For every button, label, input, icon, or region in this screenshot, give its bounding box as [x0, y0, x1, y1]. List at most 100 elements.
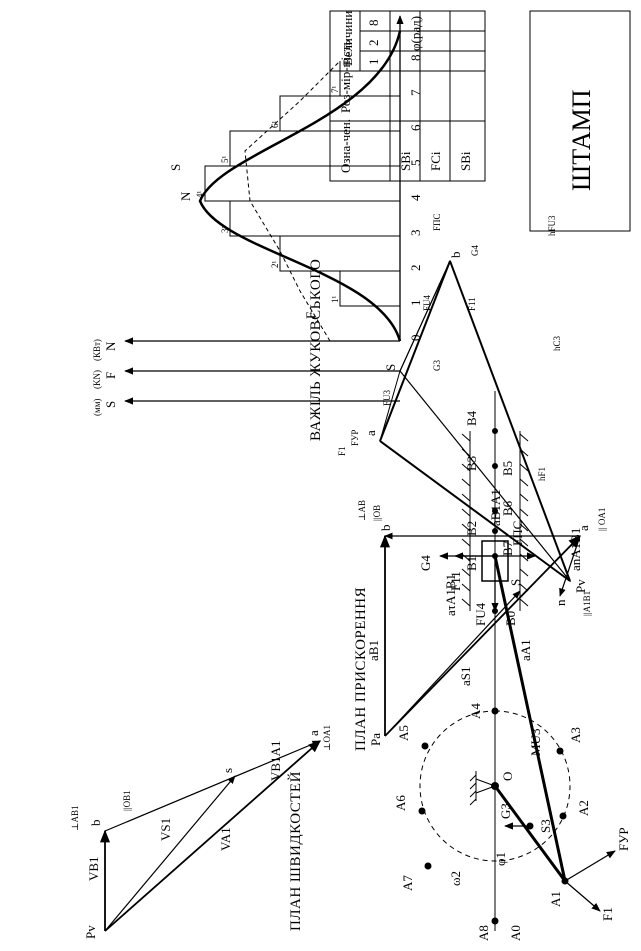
tick-3: 3 — [408, 230, 423, 237]
accel-aa1: aA1 — [518, 639, 533, 661]
table-col-1: 1 — [366, 59, 381, 66]
velocity-vb1a1: VB1A1 — [268, 741, 283, 781]
label-fu4: FU4 — [473, 602, 488, 626]
table-head-designation: Озна-чен. — [338, 119, 353, 173]
zhukovsky-pole: Pv — [573, 579, 588, 593]
velocity-plan: ПЛАН ШВИДКОСТЕЙ Pv a b s VA1 VS1 VB1 VB1… — [70, 725, 332, 939]
tick-8: 8 — [408, 55, 423, 62]
velocity-va1: VA1 — [218, 827, 233, 851]
label-fur: FУР — [616, 827, 631, 851]
label-b1: B1 — [464, 556, 479, 571]
label-curve-n: N — [178, 191, 193, 201]
zhukovsky-fpc: FПС — [432, 213, 442, 231]
label-b5: B5 — [500, 461, 515, 476]
label-f11: F11 — [448, 571, 463, 591]
label-o: O — [500, 772, 515, 781]
velocity-perp-ab: ⊥AB1 — [70, 806, 80, 831]
label-a4: A4 — [468, 703, 483, 719]
label-axis-n: N — [103, 341, 118, 351]
tick-2: 2 — [408, 265, 423, 272]
label-a6: A6 — [393, 795, 408, 811]
label-a1: A1 — [548, 891, 563, 907]
label-g4: G4 — [418, 555, 433, 571]
mechanism-diagram: A0 A8 A1 A2 A3 A4 A5 A6 A7 O S3 φ1 ω2 MU… — [393, 391, 631, 941]
accel-ab1a1: aB1A1 — [488, 489, 503, 526]
label-a0: A0 — [508, 925, 523, 941]
accel-at: aτA1B1 — [443, 574, 458, 616]
accel-b: b — [378, 525, 393, 532]
tick-7: 7 — [408, 89, 423, 96]
accel-perp-ab: ⊥AB — [357, 500, 367, 521]
zhukovsky-g3: G3 — [432, 360, 442, 371]
table-head-values: Величини — [340, 11, 355, 66]
label-axis-f: F — [103, 372, 118, 379]
accel-n: n — [553, 599, 568, 606]
zhukovsky-hc3: hC3 — [552, 335, 562, 351]
label-g3: G3 — [498, 803, 513, 819]
tick-5: 5 — [408, 160, 423, 167]
zhukovsky-fu3: FU3 — [382, 389, 392, 406]
tick-1: 1 — [408, 300, 423, 307]
zhukovsky-a: a — [363, 430, 378, 436]
accel-par-ab: ||A1B1 — [582, 591, 592, 616]
velocity-s: s — [220, 768, 235, 773]
zhukovsky-lever: ВАЖІЛЬ ЖУКОВСЬКОГО a b S Pv F1 FУР FU3 G… — [308, 213, 588, 593]
accel-as1: aS1 — [458, 667, 473, 687]
accel-par-ob: ||OB — [372, 505, 382, 521]
label-phi-axis: φ(рад) — [408, 16, 423, 51]
label-b2: B2 — [464, 521, 479, 536]
accel-plan: ПЛАН ПРИСКОРЕННЯ Pa a b S n aB1 aS1 aA1 … — [353, 489, 607, 751]
zhukovsky-fu4: FU4 — [422, 294, 432, 311]
pt-1: 1¹ — [330, 296, 340, 304]
label-b4: B4 — [464, 410, 479, 426]
label-b6: B6 — [500, 500, 515, 516]
label-axis-s: S — [103, 401, 118, 408]
label-b7: B7 — [500, 540, 515, 556]
stamp-box: ШТАМП — [529, 10, 631, 232]
pt-2: 2¹ — [270, 261, 280, 269]
label-s3: S3 — [538, 819, 553, 833]
velocity-a: a — [306, 730, 321, 736]
label-mu3: MU3 — [528, 729, 543, 756]
accel-par-oa: || OA1 — [597, 508, 607, 531]
accel-ab1: aB1 — [366, 640, 381, 661]
curve-n — [198, 30, 402, 342]
velocity-par-ob: ||OB1 — [122, 790, 132, 811]
zhukovsky-b: b — [448, 252, 463, 259]
zhukovsky-fur: FУР — [350, 430, 360, 446]
label-curve-f: F — [303, 312, 318, 319]
tick-4: 4 — [408, 194, 423, 201]
lever-line-2 — [449, 260, 571, 582]
accel-pole: Pa — [368, 733, 383, 746]
accel-title: ПЛАН ПРИСКОРЕННЯ — [353, 587, 369, 751]
velocity-b: b — [88, 820, 103, 827]
label-phi: φ1 — [493, 852, 508, 866]
zhukovsky-title: ВАЖІЛЬ ЖУКОВСЬКОГО — [308, 259, 324, 441]
unit-s: (мм) — [92, 399, 102, 416]
table-row-1: SBi — [398, 151, 413, 171]
lever-line-1 — [379, 260, 451, 442]
label-f1: F1 — [600, 907, 615, 921]
accel-s: S — [508, 579, 523, 586]
unit-n: (КВт) — [92, 339, 102, 361]
lever-line-3 — [379, 440, 571, 582]
accel-an: anA1B1 — [568, 528, 583, 571]
label-a8: A8 — [476, 925, 491, 941]
crank-link — [493, 785, 567, 882]
table-row-3: SBi — [458, 151, 473, 171]
table-row-2: FCi — [428, 151, 443, 171]
zhukovsky-g4: G4 — [470, 245, 480, 256]
label-curve-s: S — [168, 164, 183, 171]
velocity-title: ПЛАН ШВИДКОСТЕЙ — [287, 771, 304, 931]
velocity-vb1: VB1 — [86, 856, 101, 881]
pt-6: 6¹ — [270, 121, 280, 129]
label-a7: A7 — [400, 875, 415, 891]
stamp-label: ШТАМП — [567, 89, 596, 191]
pt-5: 5¹ — [220, 156, 230, 164]
zhukovsky-f1: F1 — [337, 446, 347, 456]
accel-a: a — [576, 525, 591, 531]
velocity-vs1: VS1 — [158, 818, 173, 841]
